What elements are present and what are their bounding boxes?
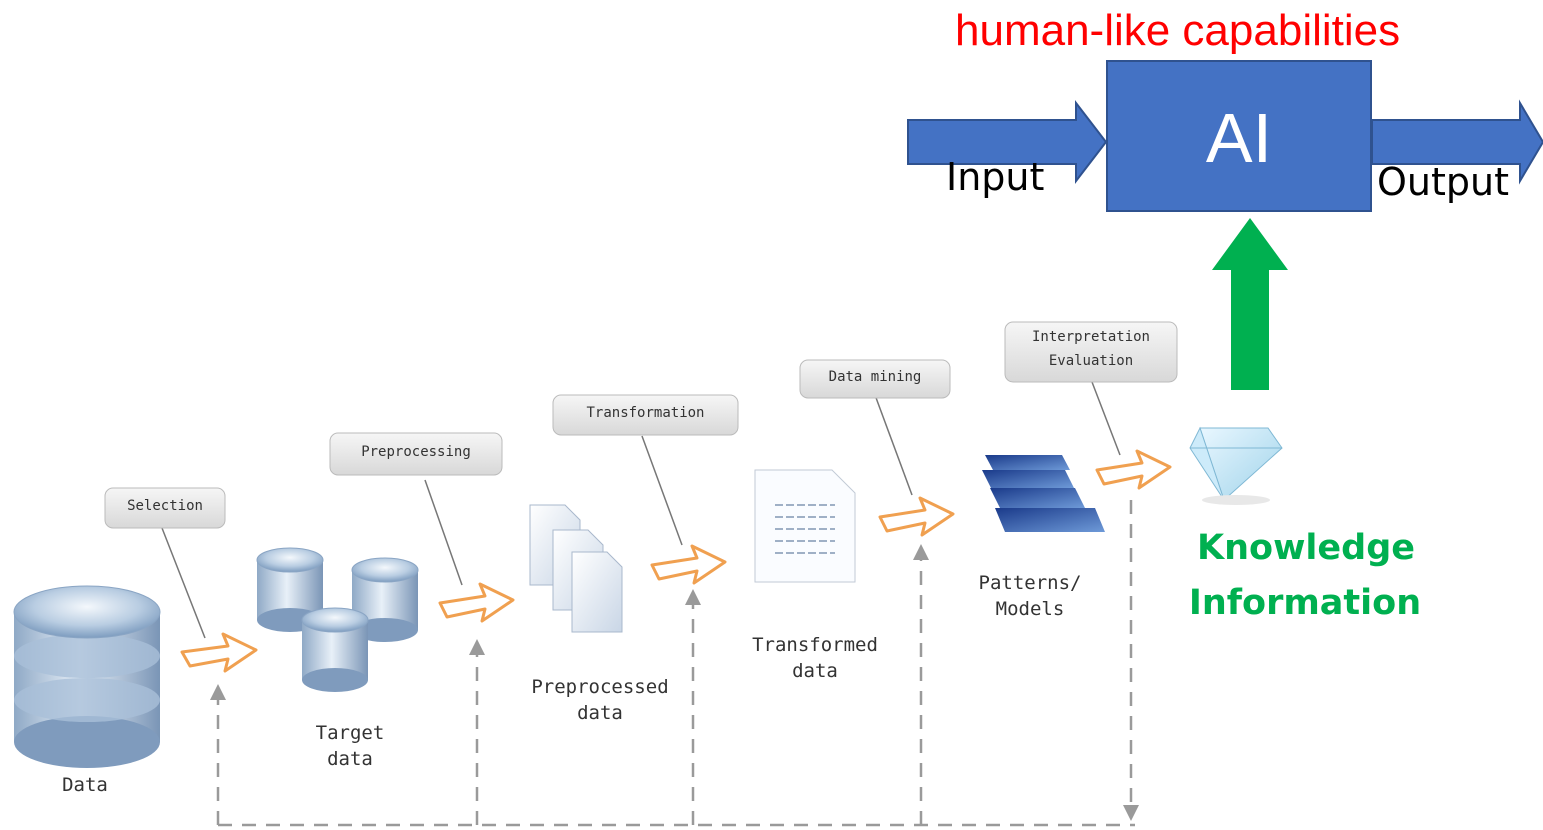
step-transformation: Transformation [586,405,705,421]
stage-transformed-label-2: data [792,660,838,682]
output-label: Output [1377,160,1509,204]
transformed-document-icon [754,469,856,583]
stage-target-label-2: data [327,748,373,770]
stage-patterns-label-1: Patterns/ [978,572,1082,594]
patterns-models-icon [982,455,1105,532]
feedback-lines [216,500,1135,827]
input-arrow [907,100,1108,184]
target-database-icon [256,547,419,692]
data-database-icon [13,585,161,768]
stage-transformed-label-1: Transformed [752,634,878,656]
title-human-like-capabilities: human-like capabilities [955,6,1401,55]
input-label: Input [946,155,1045,199]
ai-box [1106,60,1372,212]
knowledge-gem-icon [1189,426,1283,505]
stage-target-label-1: Target [315,722,385,744]
information-label: Information [1188,583,1422,623]
step-evaluation: Evaluation [1048,353,1134,369]
output-arrow [1371,99,1543,185]
step-tags [104,321,1178,529]
step-preprocessing: Preprocessing [361,444,471,460]
callout-pointers [161,381,1121,639]
knowledge-label: Knowledge [1197,528,1415,568]
stage-preprocessed-label-2: data [577,702,623,724]
ai-label: AI [1205,99,1273,177]
stage-data-label: Data [62,774,108,796]
feedback-arrowheads [210,544,1139,821]
knowledge-up-arrow [1212,218,1288,390]
step-data-mining: Data mining [828,369,922,385]
stage-patterns-label-2: Models [995,598,1065,620]
preprocessed-pages-icon [529,504,623,633]
process-arrows [180,449,1172,673]
step-selection: Selection [127,498,203,514]
stage-preprocessed-label-1: Preprocessed [531,676,669,698]
step-interpretation: Interpretation [1031,329,1150,345]
